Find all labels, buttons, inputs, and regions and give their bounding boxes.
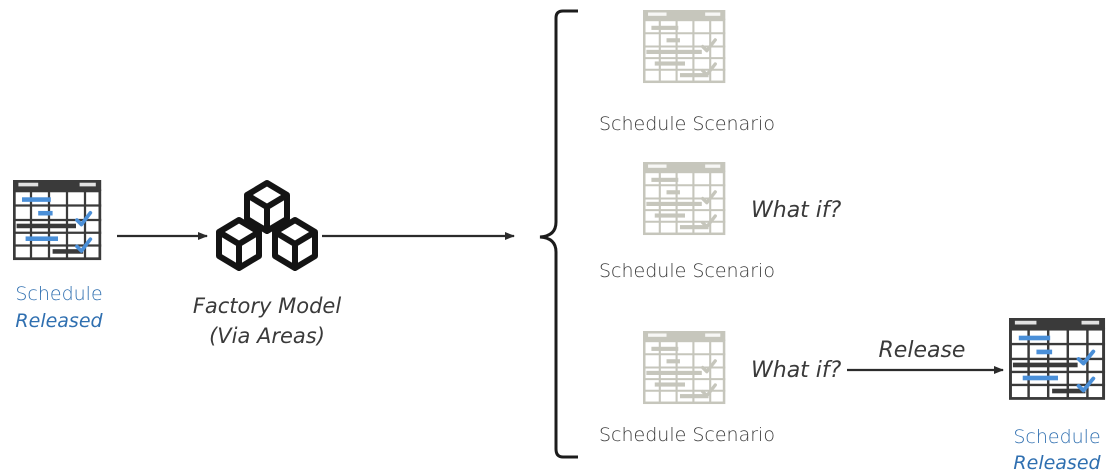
source-schedule-node: Schedule Released xyxy=(13,180,104,332)
release-arrow-label: Release xyxy=(879,338,966,363)
scenario-annotation: What if? xyxy=(751,358,842,383)
target-schedule-node: Schedule Released xyxy=(1009,318,1106,474)
schedule-grid-icon xyxy=(1009,318,1106,399)
scenario-brace xyxy=(539,9,578,459)
factory-model-node: Factory Model (Via Areas) xyxy=(193,180,342,348)
source-schedule-status: Released xyxy=(15,310,103,332)
schedule-grid-icon xyxy=(643,162,726,234)
schedule-grid-icon xyxy=(643,331,726,403)
scenario-annotation: What if? xyxy=(751,198,842,223)
scenario-label: Schedule Scenario xyxy=(599,260,775,282)
scenario-item: Schedule Scenario xyxy=(599,10,775,135)
target-schedule-label: Schedule xyxy=(1013,426,1100,448)
factory-model-label: Factory Model xyxy=(193,294,342,318)
scenario-label: Schedule Scenario xyxy=(599,113,775,135)
cubes-icon xyxy=(216,180,318,271)
target-schedule-status: Released xyxy=(1013,452,1101,474)
scenario-label: Schedule Scenario xyxy=(599,424,775,446)
source-schedule-label: Schedule xyxy=(15,283,102,305)
schedule-grid-icon xyxy=(13,180,102,259)
scenario-item: What if? Schedule Scenario xyxy=(599,331,842,446)
schedule-grid-icon xyxy=(643,10,726,82)
factory-model-sublabel: (Via Areas) xyxy=(209,324,325,348)
scenario-item: What if? Schedule Scenario xyxy=(599,162,842,282)
